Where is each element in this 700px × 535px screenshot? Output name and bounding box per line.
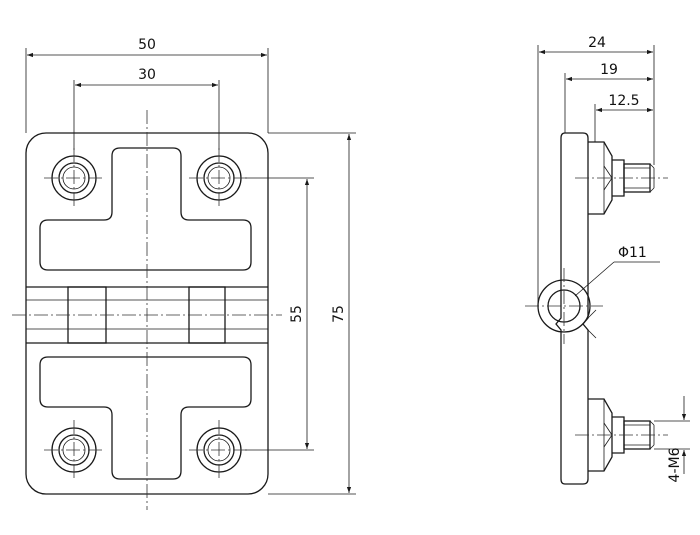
dimension-width: 50: [25, 37, 269, 133]
hinge-pin-section: [525, 268, 603, 344]
dimension-mid-depth: 19: [564, 62, 653, 133]
dimension-total-depth: 24: [537, 35, 655, 306]
upper-stud: [575, 141, 668, 215]
height-dimension-text: 75: [331, 305, 347, 323]
thread-callout: 4-M6: [654, 396, 690, 482]
pin-diameter-callout: Φ11: [574, 245, 660, 297]
thread-spec-text: 4-M6: [667, 447, 683, 482]
width-dimension-text: 50: [138, 37, 156, 53]
lower-stud: [575, 398, 668, 472]
dimension-hole-spacing: 30: [73, 67, 220, 150]
front-view: 50 30 55 75: [12, 37, 356, 510]
lower-t-recess: [39, 356, 252, 480]
side-plate-body: [555, 132, 589, 485]
dimension-height: 75: [268, 132, 356, 495]
vertical-hole-spacing-dimension-text: 55: [289, 305, 305, 323]
hole-spacing-dimension-text: 30: [138, 67, 156, 83]
mid-depth-dimension-text: 19: [600, 62, 618, 78]
dimension-vertical-hole-spacing: 55: [245, 177, 314, 451]
dimension-stud-depth: 12.5: [594, 93, 653, 142]
front-center-lines: [12, 110, 282, 510]
side-view: 24 19 12.5 Φ11 4-M6: [525, 35, 690, 485]
upper-t-recess: [39, 147, 252, 271]
total-depth-dimension-text: 24: [588, 35, 606, 51]
pin-diameter-text: Φ11: [618, 245, 647, 261]
stud-depth-dimension-text: 12.5: [608, 93, 639, 109]
